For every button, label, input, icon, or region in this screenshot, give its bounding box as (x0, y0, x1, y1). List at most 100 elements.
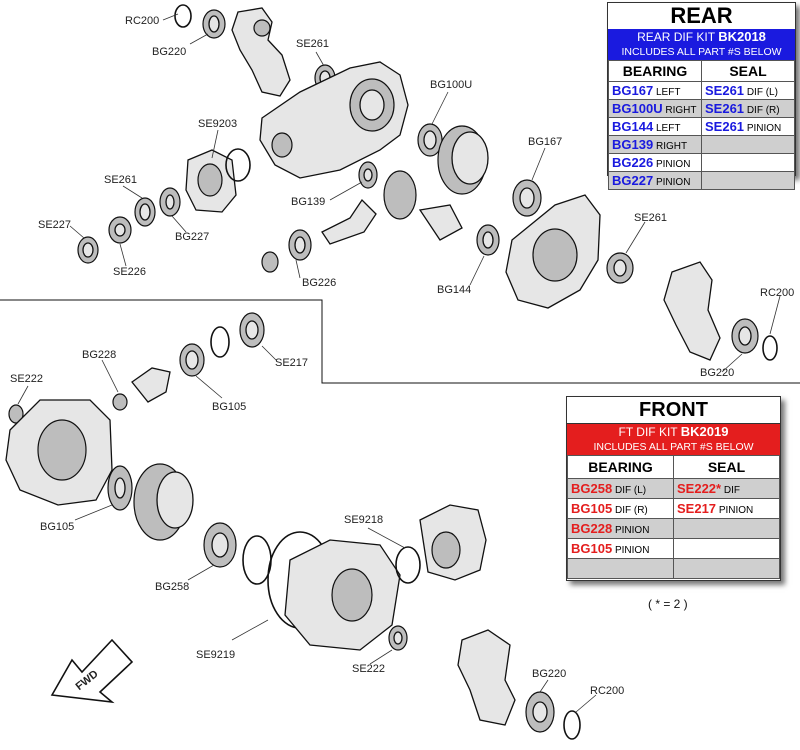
rear-kit-code: BK2018 (718, 29, 766, 44)
rear-bearing-note: LEFT (655, 87, 681, 98)
label-rc200-right: RC200 (760, 287, 794, 299)
label-se227: SE227 (38, 219, 71, 231)
front-bearing-code: BG258 (571, 481, 613, 496)
front-bearing-note: PINION (614, 545, 650, 556)
front-seal-code: SE217 (677, 501, 717, 516)
bg144-bearing (418, 204, 500, 256)
section-divider (0, 299, 800, 384)
label-bg220-top: BG220 (152, 46, 186, 58)
se261-seal-left (134, 197, 156, 227)
rear-col-bearing: BEARING (608, 60, 702, 82)
rear-bearing-code: BG167 (612, 83, 654, 98)
front-bearing-code: BG105 (571, 541, 613, 556)
front-row: BG105 DIF (R) SE217 PINION (567, 498, 780, 519)
front-col-seal: SEAL (673, 455, 780, 479)
bg139-bearing (358, 161, 378, 189)
bg228-bearing (112, 393, 128, 411)
se9218-oring (395, 546, 421, 584)
front-cover-plate (419, 504, 487, 581)
rear-bearing-note: RIGHT (655, 141, 688, 152)
bg220-bearing-right (731, 318, 759, 354)
label-bg167: BG167 (528, 136, 562, 148)
rear-bearing-code: BG226 (612, 155, 654, 170)
bg258-bearing (203, 522, 272, 585)
label-bg220-right: BG220 (700, 367, 734, 379)
label-se261-top: SE261 (296, 38, 329, 50)
bg100u-bearing (417, 123, 443, 157)
front-row: BG228 PINION (567, 518, 780, 539)
front-kit-prefix: FT DIF KIT (618, 425, 678, 439)
se227-seal (77, 236, 99, 264)
label-se9219: SE9219 (196, 649, 235, 661)
rear-bearing-note: PINION (655, 177, 691, 188)
front-footnote: ( * = 2 ) (648, 597, 688, 611)
label-se217: SE217 (275, 357, 308, 369)
label-se222-top: SE222 (10, 373, 43, 385)
rear-bearing-note: PINION (655, 159, 691, 170)
rear-row: BG139 RIGHT (608, 135, 795, 154)
label-bg139: BG139 (291, 196, 325, 208)
rear-kit-table: REAR REAR DIF KIT BK2018 INCLUDES ALL PA… (607, 2, 796, 190)
front-row (567, 558, 780, 579)
knuckle-top (231, 7, 291, 97)
rear-ring-gear (383, 125, 489, 220)
rear-row: BG167 LEFT SE261 DIF (L) (608, 81, 795, 100)
front-seal-note: PINION (718, 505, 754, 516)
se217-seal (210, 312, 265, 358)
label-se226: SE226 (113, 266, 146, 278)
se222-seal-bottom (388, 625, 408, 651)
label-bg105-top: BG105 (212, 401, 246, 413)
front-row: BG105 PINION (567, 538, 780, 559)
knuckle-bottom (457, 629, 516, 726)
front-bearing-note: DIF (R) (614, 505, 648, 516)
bg220-bearing-bottom (525, 691, 555, 733)
knuckle-right (663, 261, 721, 361)
rc200-snap-ring-top (174, 4, 192, 28)
front-pinion-gear (131, 367, 171, 403)
rear-row: BG144 LEFT SE261 PINION (608, 117, 795, 136)
front-kit-table: FRONT FT DIF KIT BK2019 INCLUDES ALL PAR… (566, 396, 781, 581)
rear-bearing-code: BG139 (612, 137, 654, 152)
rc200-snap-ring-right (762, 335, 778, 361)
rear-seal-code: SE261 (705, 119, 745, 134)
rear-bearing-code: BG100U (612, 101, 663, 116)
bg167-bearing (512, 179, 542, 217)
bg105-bearing-top (179, 343, 205, 377)
front-bearing-note: PINION (614, 525, 650, 536)
se9203-oring-cover (185, 148, 251, 213)
rear-seal-note: DIF (L) (746, 87, 778, 98)
rear-pinion-shaft (321, 198, 377, 245)
rear-seal-note: PINION (746, 123, 782, 134)
rear-kit-banner: REAR DIF KIT BK2018 INCLUDES ALL PART #S… (608, 29, 795, 60)
label-rc200-bottom: RC200 (590, 685, 624, 697)
rear-seal-code: SE261 (705, 83, 745, 98)
label-bg220-bottom: BG220 (532, 668, 566, 680)
label-se222-bottom: SE222 (352, 663, 385, 675)
rear-title: REAR (670, 3, 733, 28)
label-se9203: SE9203 (198, 118, 237, 130)
se222-seal-top (8, 404, 24, 424)
bg220-bearing-top (202, 9, 226, 39)
bg105-bearing-left (107, 465, 133, 511)
front-kit-code: BK2019 (680, 424, 729, 439)
label-bg144: BG144 (437, 284, 471, 296)
fwd-arrow-icon: FWD (50, 638, 134, 704)
leader-lines (17, 13, 781, 713)
rear-seal-code: SE261 (705, 101, 745, 116)
rear-seal-note: DIF (R) (746, 105, 780, 116)
bg227-bearing (159, 187, 181, 217)
front-kit-banner: FT DIF KIT BK2019 INCLUDES ALL PART #S B… (567, 424, 780, 455)
bg226-bearing (261, 229, 312, 273)
rear-bearing-code: BG144 (612, 119, 654, 134)
front-seal-code: SE222* (677, 481, 722, 496)
rear-row: BG226 PINION (608, 153, 795, 172)
rear-bearing-code: BG227 (612, 173, 654, 188)
label-se9218: SE9218 (344, 514, 383, 526)
label-bg227: BG227 (175, 231, 209, 243)
front-row: BG258 DIF (L) SE222* DIF (567, 478, 780, 499)
label-se261-left: SE261 (104, 174, 137, 186)
front-bearing-note: DIF (L) (614, 485, 647, 496)
label-bg228: BG228 (82, 349, 116, 361)
rear-row: BG100U RIGHT SE261 DIF (R) (608, 99, 795, 118)
